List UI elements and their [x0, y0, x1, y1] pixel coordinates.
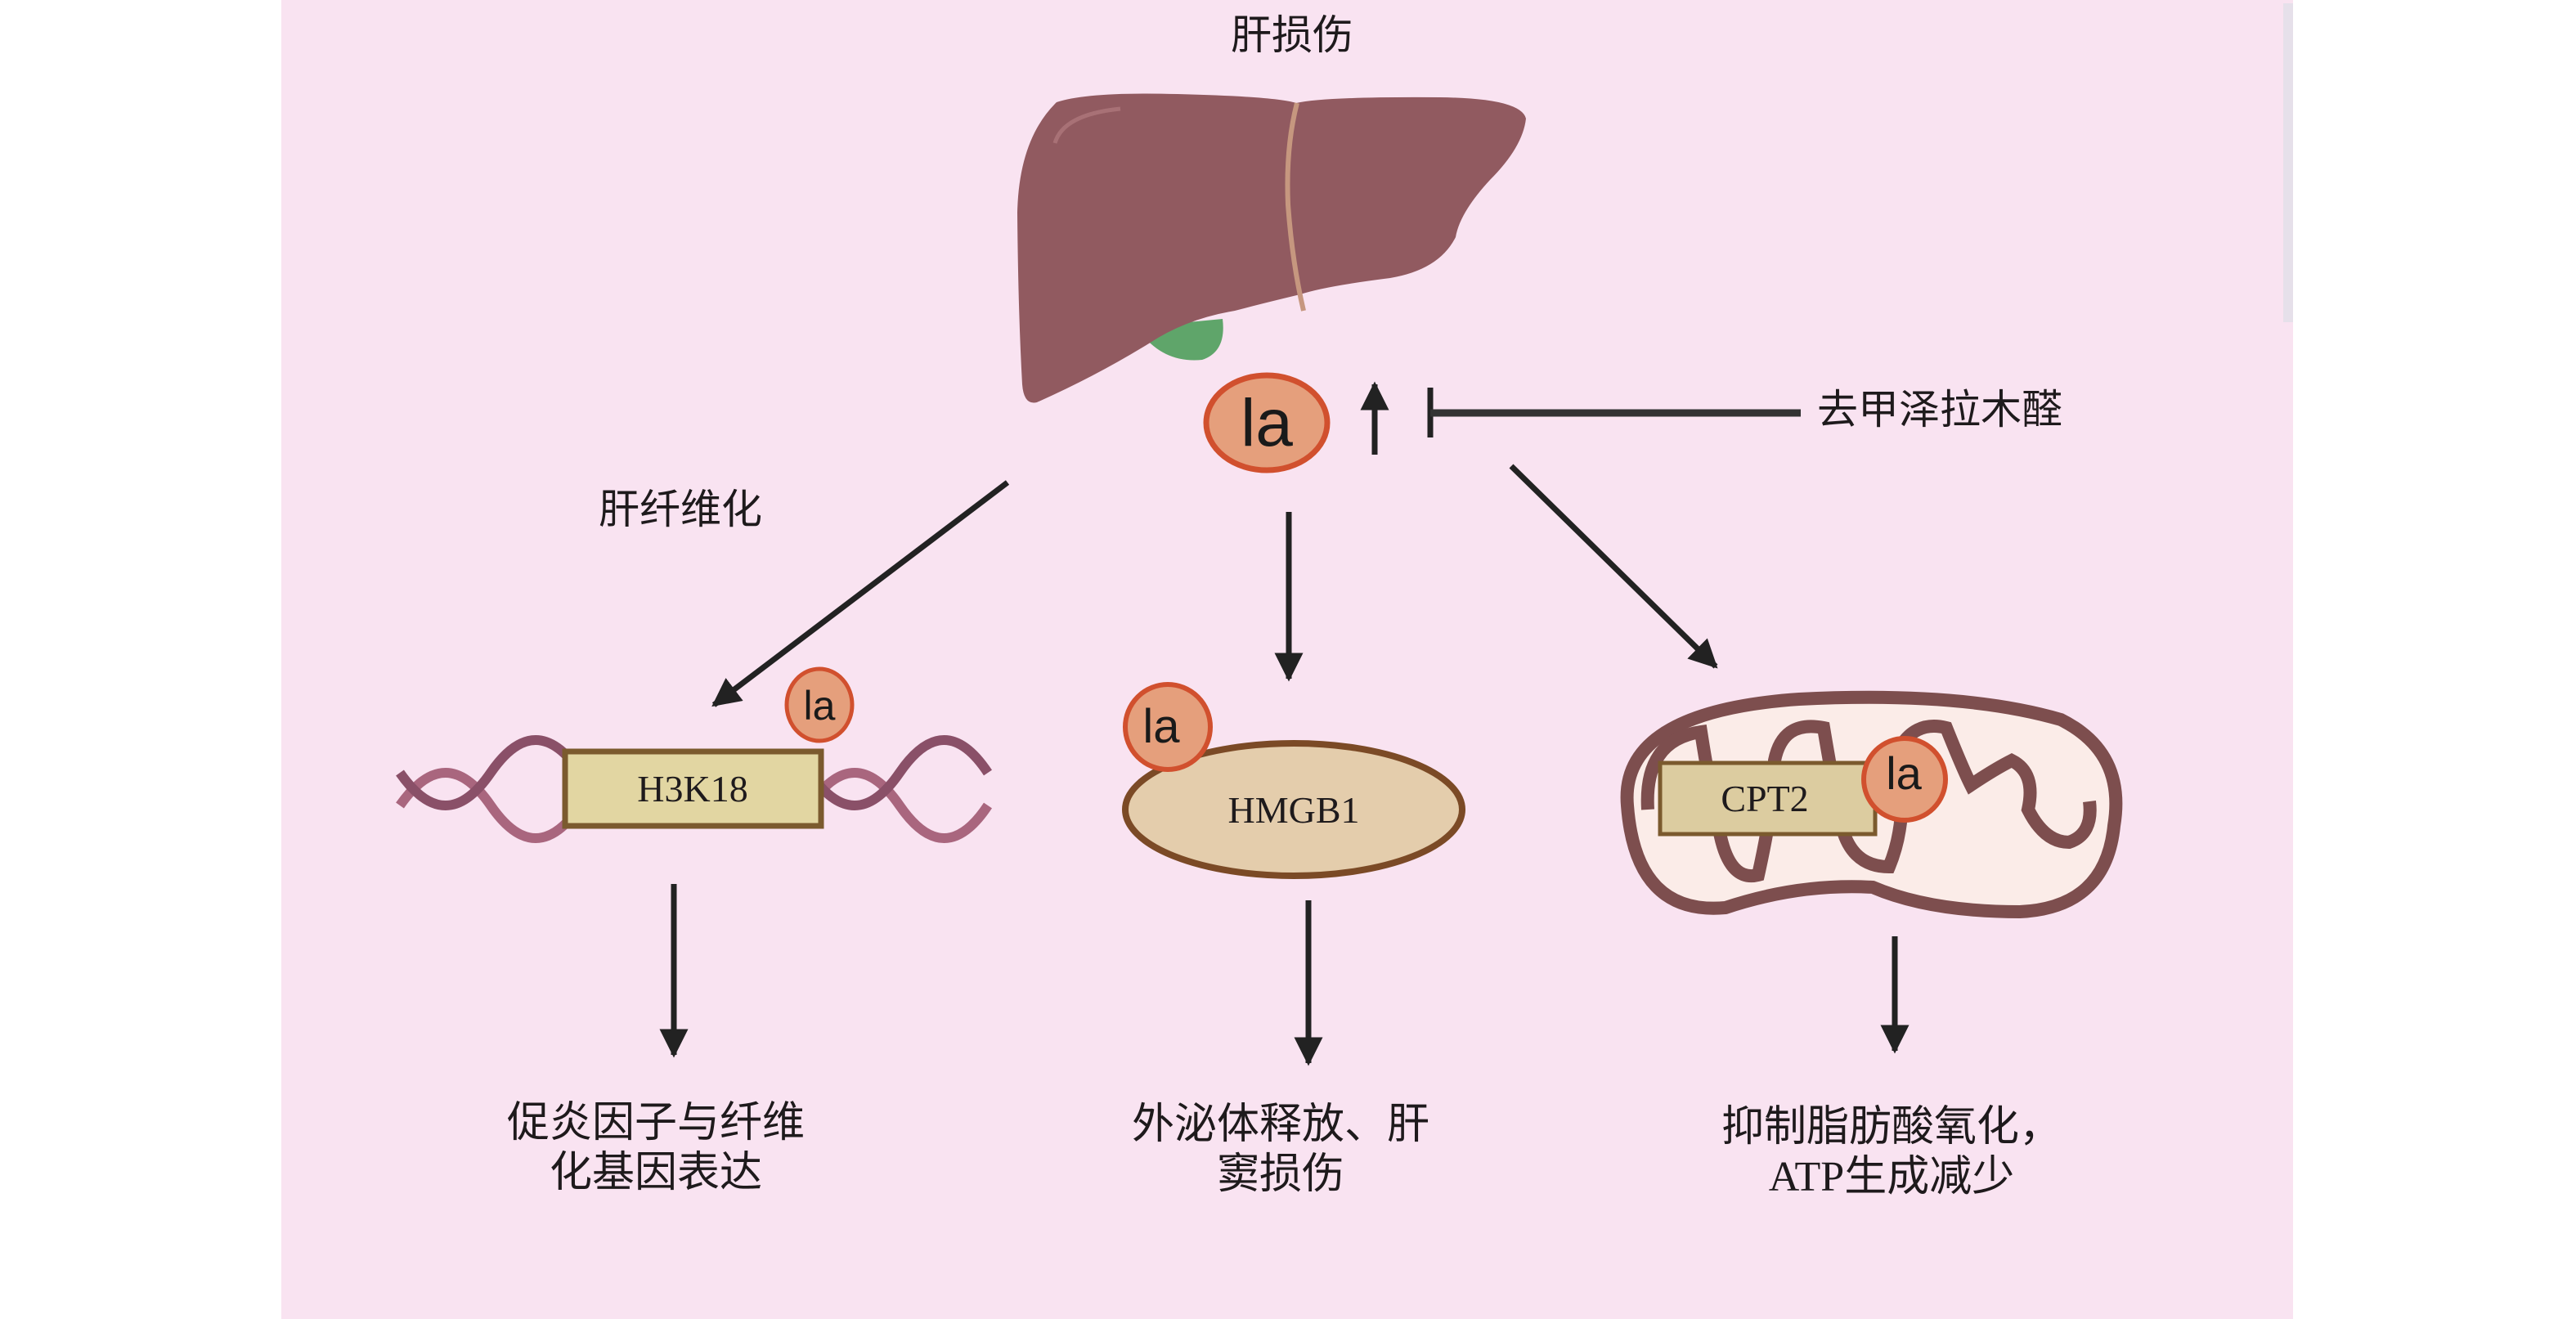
- central-la-metabolite: la: [1203, 372, 1331, 473]
- h3k18-la-modifier: la: [784, 666, 855, 743]
- liver-icon: [1017, 93, 1526, 403]
- outcome-line: 外泌体释放、肝: [1131, 1101, 1429, 1148]
- la-label: la: [1886, 747, 1922, 799]
- cpt2-la-modifier: la: [1861, 736, 1948, 823]
- h3k18-label: H3K18: [637, 768, 747, 810]
- dna-helix-icon: [396, 735, 993, 843]
- outcome-fibrosis: 促炎因子与纤维 化基因表达: [451, 1098, 860, 1199]
- outcome-line: 促炎因子与纤维: [506, 1100, 805, 1146]
- hmgb1-label: HMGB1: [1227, 789, 1359, 831]
- outcome-line: 化基因表达: [549, 1150, 762, 1197]
- h3k18-node: H3K18: [562, 748, 824, 829]
- outcome-line: ATP生成减少: [1768, 1154, 2015, 1201]
- hmgb1-la-modifier: la: [1123, 682, 1213, 772]
- cpt2-node: CPT2: [1658, 760, 1878, 837]
- hmgb1-node: HMGB1: [1122, 740, 1465, 879]
- arrow-to-h3k18: [711, 480, 1010, 707]
- outcome-hmgb1: 外泌体释放、肝 窦损伤: [1076, 1100, 1485, 1200]
- outcome-line: 窦损伤: [1216, 1151, 1344, 1199]
- la-label: la: [1241, 386, 1293, 460]
- liver-illustration: [1017, 93, 1526, 403]
- outcome-mitochondria: 抑制脂肪酸氧化， ATP生成减少: [1679, 1102, 2104, 1203]
- liver-ligament: [1285, 102, 1306, 312]
- la-label: la: [804, 683, 836, 729]
- outcome-line: 抑制脂肪酸氧化，: [1721, 1104, 2062, 1151]
- inhibitor-label: 去甲泽拉木醛: [1817, 387, 2062, 433]
- panel-edge-strip: [2283, 3, 2293, 322]
- arrow-to-cpt2: [1509, 464, 1718, 669]
- cpt2-label: CPT2: [1721, 778, 1808, 819]
- inhibition-connector: [1427, 388, 1801, 437]
- diagram-title: 肝损伤: [1231, 12, 1353, 58]
- liver-highlight: [1052, 106, 1121, 144]
- fibrosis-context-label: 肝纤维化: [599, 487, 762, 532]
- la-label: la: [1142, 700, 1180, 753]
